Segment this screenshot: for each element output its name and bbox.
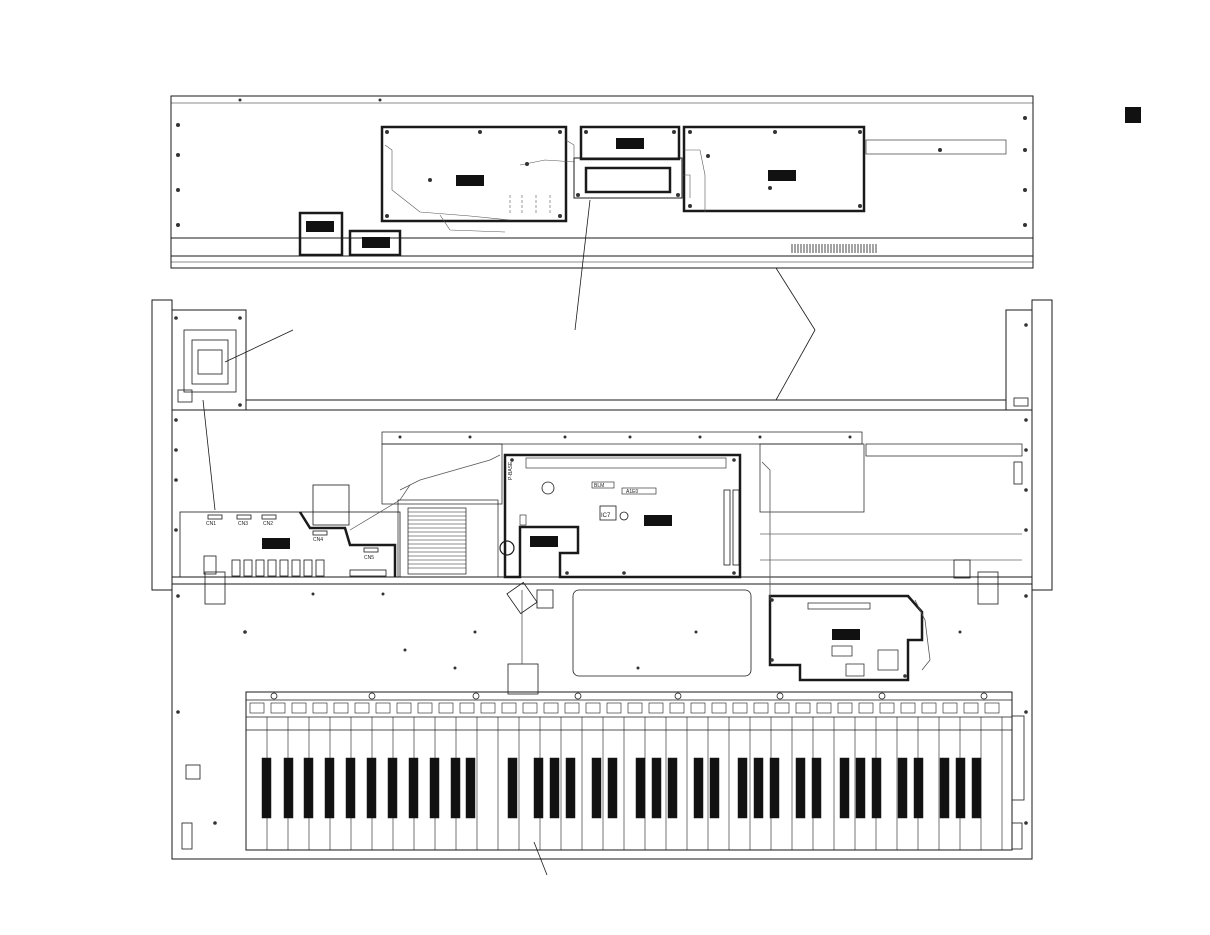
chassis-screws [174, 316, 1028, 825]
small-brackets [181, 397, 1029, 850]
top-board-right [682, 125, 866, 213]
label-pin-b: A1E0 [626, 489, 638, 495]
label-cn1: CN1 [206, 521, 216, 527]
keyboard [245, 691, 1025, 851]
keyboard-right-end [1011, 715, 1025, 801]
keyboard-screws [270, 692, 988, 700]
top-board-tags [306, 138, 796, 248]
left-board-tag [262, 538, 290, 549]
label-pin-a: BLM [594, 483, 604, 489]
section-marker [1125, 107, 1141, 123]
left-board-connectors [203, 514, 387, 577]
main-chassis [151, 299, 1053, 860]
top-box-b [348, 229, 402, 257]
key-hammers [249, 702, 1000, 714]
label-cn2: CN2 [263, 521, 273, 527]
label-cn5: CN5 [364, 555, 374, 561]
label-cn3: CN3 [238, 521, 248, 527]
top-board-lcd [573, 157, 683, 199]
right-lower-board [761, 461, 931, 682]
label-cn4: CN4 [313, 537, 323, 543]
white-keys [266, 717, 1003, 850]
top-board-left [380, 125, 568, 223]
heatsink [349, 454, 501, 578]
sub-board-tag [530, 536, 558, 547]
top-board-lcd-inner [584, 166, 672, 194]
main-board [499, 453, 742, 579]
keybed-clamp [507, 663, 539, 695]
top-screws [176, 98, 1027, 227]
top-board-middle [579, 125, 681, 161]
right-board-tag [832, 629, 860, 640]
black-keys [261, 757, 982, 819]
label-pin-c: P-BASE [508, 461, 514, 480]
vent-grille [791, 244, 877, 253]
top-panel [170, 95, 1034, 269]
top-boards [298, 125, 866, 257]
left-cn-board [179, 484, 401, 578]
lower-recess-panel [572, 589, 752, 677]
left-jack-bracket [177, 329, 237, 511]
top-box-a [298, 211, 344, 257]
top-wiring [384, 139, 706, 233]
label-ic7: IC7 [601, 513, 611, 519]
main-board-tag [644, 515, 672, 526]
